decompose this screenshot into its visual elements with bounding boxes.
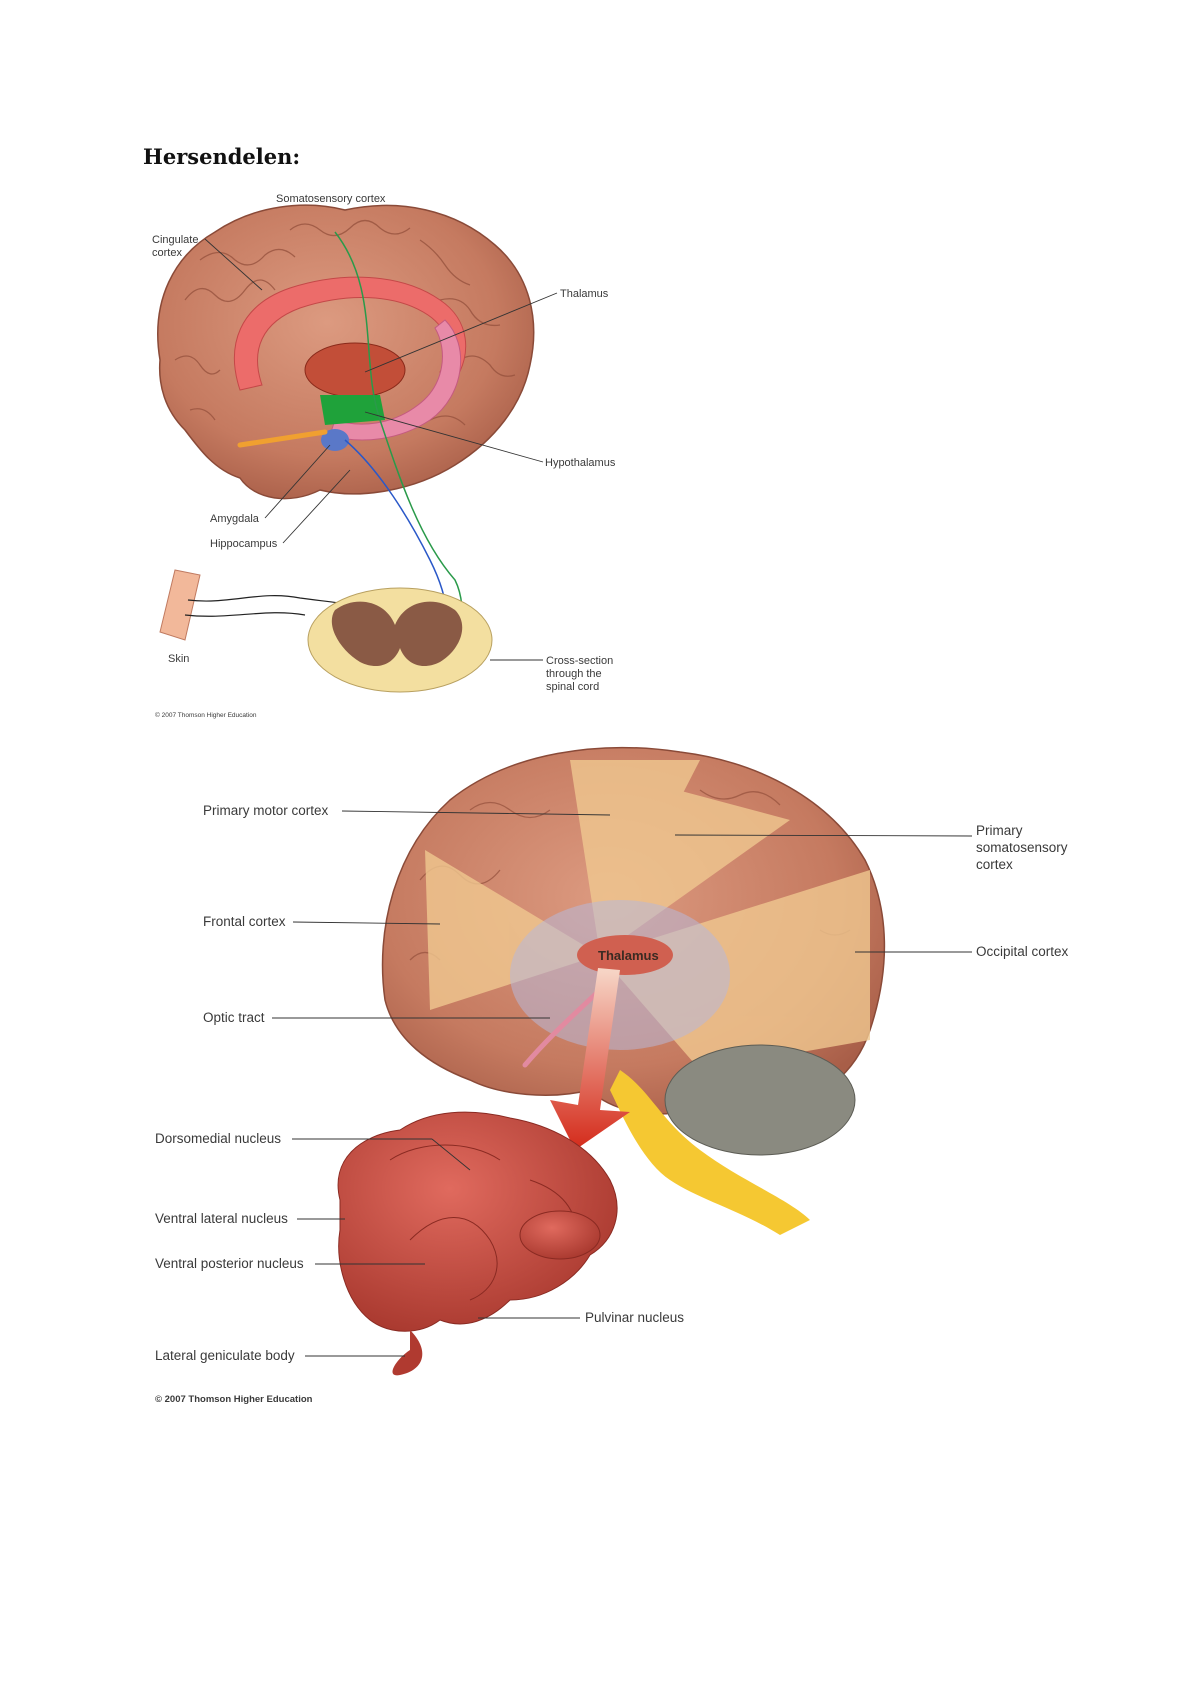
cerebellum bbox=[664, 1044, 856, 1156]
pulvinar-lobe bbox=[519, 1210, 601, 1260]
label-lateral-geniculate-body: Lateral geniculate body bbox=[155, 1348, 295, 1363]
label-optic-tract: Optic tract bbox=[203, 1010, 265, 1025]
label-thalamus-center: Thalamus bbox=[598, 948, 659, 963]
label-frontal-cortex: Frontal cortex bbox=[203, 914, 286, 929]
page-heading: Hersendelen: bbox=[143, 144, 301, 169]
thalamus-center bbox=[577, 935, 673, 975]
spinal-gray-matter bbox=[331, 601, 463, 667]
leader-dorsomedial-b bbox=[431, 1138, 471, 1171]
label-primary-motor-cortex: Primary motor cortex bbox=[203, 803, 329, 818]
figure-limbic-system bbox=[157, 204, 535, 693]
label-pulvinar-nucleus: Pulvinar nucleus bbox=[585, 1310, 684, 1325]
label-ventral-lateral-nucleus: Ventral lateral nucleus bbox=[155, 1211, 288, 1226]
figure1-labels: Somatosensory cortex Cingulate cortex Th… bbox=[152, 193, 616, 719]
leader-hypothalamus bbox=[364, 411, 544, 463]
label-amygdala: Amygdala bbox=[210, 513, 260, 525]
label-cross-section-line3: spinal cord bbox=[546, 681, 599, 693]
label-primary-soma-line1: Primary bbox=[976, 823, 1023, 838]
leader-frontal bbox=[292, 921, 441, 925]
label-ventral-posterior-nucleus: Ventral posterior nucleus bbox=[155, 1256, 304, 1271]
label-thalamus: Thalamus bbox=[560, 288, 609, 300]
lateral-geniculate-shape bbox=[392, 1330, 423, 1376]
copyright-figure2: © 2007 Thomson Higher Education bbox=[155, 1394, 313, 1405]
skin-patch bbox=[159, 569, 201, 641]
thalamus bbox=[304, 342, 406, 398]
label-cingulate-line2: cortex bbox=[152, 247, 182, 259]
label-primary-soma-line2: somatosensory bbox=[976, 840, 1068, 855]
leader-hippocampus bbox=[282, 469, 351, 544]
label-occipital-cortex: Occipital cortex bbox=[976, 944, 1069, 959]
leader-amygdala bbox=[264, 444, 331, 519]
amygdala bbox=[321, 429, 349, 451]
nucleus-bulge-2 bbox=[409, 1217, 498, 1301]
label-cross-section-line1: Cross-section bbox=[546, 655, 613, 667]
figure-thalamus-projections bbox=[337, 746, 886, 1376]
label-hippocampus: Hippocampus bbox=[210, 538, 278, 550]
thalamus-nuclei bbox=[337, 1111, 618, 1376]
arrow-down bbox=[550, 968, 630, 1150]
leader-cingulate bbox=[204, 238, 263, 291]
label-cross-section-line2: through the bbox=[546, 668, 602, 680]
hypothalamus bbox=[320, 395, 385, 425]
brainstem bbox=[610, 1070, 810, 1235]
label-cingulate-line1: Cingulate bbox=[152, 234, 198, 246]
leader-primary-motor bbox=[341, 810, 611, 816]
copyright-figure1: © 2007 Thomson Higher Education bbox=[155, 711, 257, 719]
figure2-labels: Primary motor cortex Primary somatosenso… bbox=[155, 803, 1069, 1405]
label-primary-soma-line3: cortex bbox=[976, 857, 1013, 872]
nucleus-lobe-large bbox=[337, 1111, 618, 1332]
gyri-lines bbox=[174, 219, 516, 426]
label-somatosensory-cortex: Somatosensory cortex bbox=[276, 193, 386, 205]
label-dorsomedial-nucleus: Dorsomedial nucleus bbox=[155, 1131, 281, 1146]
olfactory-tract bbox=[237, 429, 328, 448]
label-skin: Skin bbox=[168, 653, 189, 665]
leader-primary-soma bbox=[674, 834, 973, 837]
leader-thalamus bbox=[364, 292, 558, 373]
internal-capsule bbox=[510, 900, 730, 1050]
nucleus-bulge-1 bbox=[389, 1144, 501, 1161]
label-hypothalamus: Hypothalamus bbox=[545, 457, 616, 469]
